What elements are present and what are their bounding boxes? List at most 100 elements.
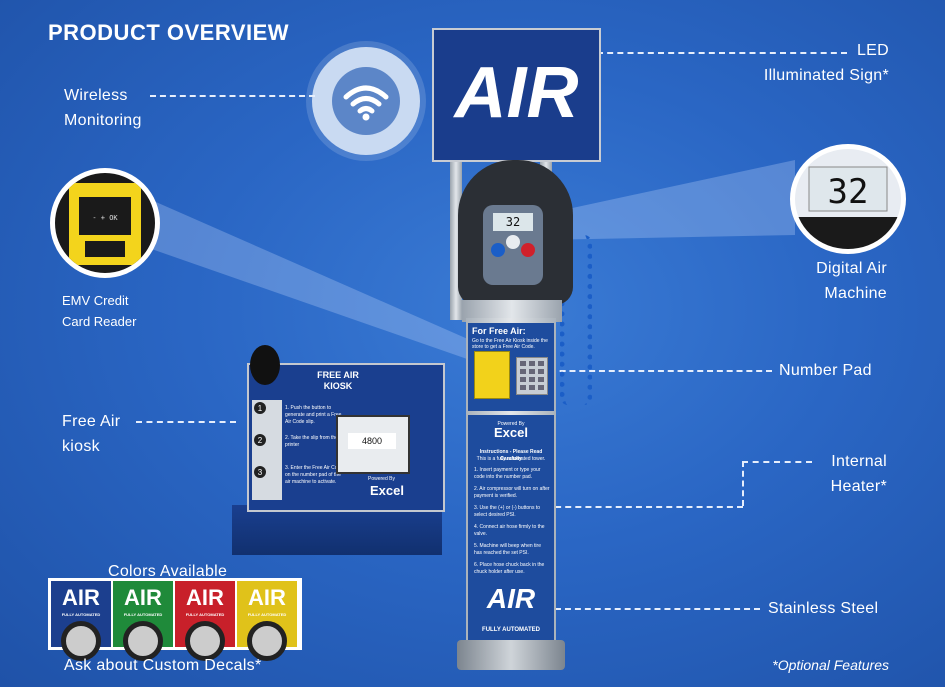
heater-leader-top <box>742 461 812 463</box>
wifi-bubble <box>312 47 420 155</box>
instruction-step: 6. Place hose chuck back in the chuck ho… <box>474 562 545 575</box>
swatch-sub: FULLY AUTOMATED <box>61 612 101 617</box>
heater-line1: Internal <box>831 453 887 470</box>
steel-label: Stainless Steel <box>768 600 879 617</box>
digital-inset: 32 <box>790 144 906 254</box>
swatch-sub: FULLY AUTOMATED <box>247 612 287 617</box>
instructions-sub: This is a fully automated tower. <box>476 456 546 462</box>
swatch-text: AIR <box>124 585 162 610</box>
kiosk-step-icons: 1 2 3 <box>252 400 282 500</box>
plus-button[interactable] <box>521 243 535 257</box>
digital-line2: Machine <box>824 285 887 302</box>
wifi-icon <box>332 67 400 135</box>
kiosk-step-list: 1. Push the button to generate and print… <box>285 405 345 486</box>
start-button[interactable] <box>506 235 520 249</box>
tire-icon <box>61 621 101 661</box>
instruction-step-list: 1. Insert payment or type your code into… <box>474 467 550 581</box>
tower-brand: Excel <box>494 425 528 440</box>
digital-air-machine: 32 <box>458 160 573 305</box>
swatch-sub: FULLY AUTOMATED <box>185 612 225 617</box>
swatch-green: AIR FULLY AUTOMATED <box>113 581 173 661</box>
kiosk-title-line2: KIOSK <box>323 381 353 391</box>
emv-beam <box>140 195 470 360</box>
tower-bottom-title: AIR <box>486 583 536 614</box>
emv-inset: - + OK <box>50 168 160 278</box>
instruction-step: 1. Insert payment or type your code into… <box>474 467 541 480</box>
led-line2: Illuminated Sign* <box>763 67 889 84</box>
kiosk-step: 3. Enter the Free Air Code on the number… <box>285 465 344 485</box>
emv-label: EMV Credit Card Reader <box>62 290 136 332</box>
tire-icon <box>185 621 225 661</box>
air-hose <box>560 235 592 405</box>
tire-icon <box>247 621 287 661</box>
digital-label: Digital Air Machine <box>816 256 887 306</box>
page-title: PRODUCT OVERVIEW <box>48 20 290 45</box>
kiosk-label: Free Air kiosk <box>62 409 120 459</box>
swatch-text: AIR <box>248 585 286 610</box>
swatch-yellow: AIR FULLY AUTOMATED <box>237 581 297 661</box>
instruction-step: 2. Air compressor will turn on after pay… <box>474 486 550 499</box>
numpad-label: Number Pad <box>779 362 872 379</box>
colors-heading: Colors Available <box>108 563 228 580</box>
kiosk-printer: 4800 <box>336 415 410 474</box>
inset-display-text: 32 <box>828 172 869 212</box>
instructions-title: Instructions - Please Read Carefully <box>479 449 543 462</box>
card-reader[interactable] <box>474 351 510 399</box>
minus-button[interactable] <box>491 243 505 257</box>
swatch-text: AIR <box>186 585 224 610</box>
kiosk-step: 2. Take the slip from the printer <box>285 435 338 448</box>
heater-label: Internal Heater* <box>831 449 887 499</box>
tire-icon <box>123 621 163 661</box>
kiosk-line1: Free Air <box>62 413 121 430</box>
tower-base <box>457 640 565 670</box>
kiosk-body <box>232 505 442 555</box>
kiosk-leader <box>136 421 236 423</box>
kiosk-title: FREE AIR KIOSK <box>298 370 378 392</box>
heater-line2: Heater* <box>830 478 887 495</box>
kiosk-step: 1. Push the button to generate and print… <box>285 405 342 425</box>
panel-subtext: Go to the Free Air Kiosk inside the stor… <box>472 338 548 350</box>
svg-text:3: 3 <box>258 468 263 477</box>
swatch-sub: FULLY AUTOMATED <box>123 612 163 617</box>
digital-beam <box>540 160 795 240</box>
emv-line1: EMV Credit <box>62 293 129 308</box>
sign-text: AIR <box>454 53 579 133</box>
kiosk-button[interactable] <box>250 345 280 385</box>
payment-panel: For Free Air: Go to the Free Air Kiosk i… <box>468 323 554 411</box>
optional-footnote: *Optional Features <box>772 657 889 673</box>
color-swatches: AIR FULLY AUTOMATED AIR FULLY AUTOMATED … <box>48 578 302 661</box>
led-label: LED Illuminated Sign* <box>764 38 889 88</box>
wireless-line2: Monitoring <box>64 112 142 129</box>
heater-leader-vert <box>742 461 744 506</box>
wireless-label: Wireless Monitoring <box>64 83 142 133</box>
digital-line1: Digital Air <box>816 260 887 277</box>
machine-neck <box>462 300 562 322</box>
led-sign: AIR <box>432 28 601 162</box>
instruction-step: 3. Use the (+) or (-) buttons to select … <box>474 505 540 518</box>
led-line1: LED <box>856 42 889 59</box>
steel-leader <box>555 608 760 610</box>
emv-line2: Card Reader <box>62 314 137 329</box>
machine-display: 32 <box>493 213 533 231</box>
tower-bottom-sub: FULLY AUTOMATED <box>482 627 540 633</box>
svg-text:- + OK: - + OK <box>92 214 118 222</box>
number-pad[interactable] <box>516 357 548 395</box>
instructions-panel: Powered By Excel Instructions - Please R… <box>468 415 554 640</box>
tower-powered-by: Powered By <box>497 421 525 427</box>
svg-text:2: 2 <box>258 436 263 445</box>
instruction-step: 5. Machine will beep when tire has reach… <box>474 543 541 556</box>
led-leader <box>597 52 847 54</box>
numpad-leader <box>540 370 772 372</box>
receipt-code: 4800 <box>348 433 396 449</box>
svg-text:1: 1 <box>258 404 263 413</box>
wireless-leader <box>150 95 315 97</box>
heater-leader-bottom <box>545 506 743 508</box>
instruction-step: 4. Connect air hose firmly to the valve. <box>474 524 545 537</box>
swatch-blue: AIR FULLY AUTOMATED <box>51 581 111 661</box>
wireless-line1: Wireless <box>64 87 128 104</box>
machine-face: 32 <box>483 205 543 285</box>
kiosk-line2: kiosk <box>62 438 100 455</box>
kiosk-brand: Excel <box>370 483 404 498</box>
kiosk-title-line1: FREE AIR <box>317 370 359 380</box>
